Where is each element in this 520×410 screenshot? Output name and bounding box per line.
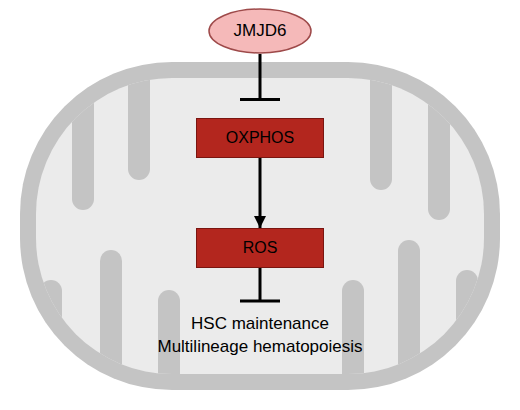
- node-label: ROS: [243, 239, 278, 257]
- regulator-ellipse: JMJD6: [208, 8, 312, 54]
- crista: [370, 78, 392, 190]
- crista: [40, 280, 62, 374]
- box-shape: [197, 119, 324, 158]
- crista: [342, 280, 364, 374]
- arrow-connector: [259, 158, 262, 228]
- inhibition-connector: [259, 54, 262, 100]
- ellipse-shape: [209, 9, 311, 53]
- crista: [398, 240, 420, 374]
- crista: [456, 270, 478, 374]
- crista: [128, 78, 150, 180]
- outcome-text: Multilineage hematopoiesis: [157, 337, 362, 357]
- crista: [100, 250, 122, 374]
- cristae: [40, 78, 478, 374]
- crista: [428, 78, 450, 220]
- node-label: OXPHOS: [226, 129, 294, 147]
- outcome-text: HSC maintenance: [191, 314, 329, 334]
- process-box: OXPHOS: [196, 118, 324, 158]
- inhibition-bar: [240, 300, 280, 303]
- node-label: JMJD6: [234, 21, 287, 41]
- box-shape: [197, 229, 324, 268]
- inhibition-line: [259, 268, 262, 300]
- crista: [158, 290, 180, 374]
- process-box: ROS: [196, 228, 324, 268]
- crista: [72, 78, 94, 210]
